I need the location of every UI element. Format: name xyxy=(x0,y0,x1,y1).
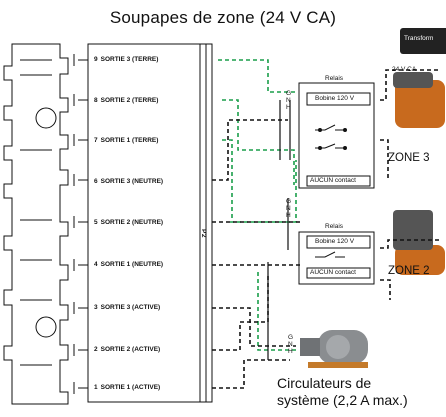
zone3-valve xyxy=(393,72,445,128)
terminal-2-label: SORTIE 2 (ACTIVE) xyxy=(100,346,161,353)
relay-zone2-coil: Bobine 120 V xyxy=(315,238,355,245)
terminal-7-label: SORTIE 1 (TERRE) xyxy=(100,137,159,144)
terminal-5-label: SORTIE 2 (NEUTRE) xyxy=(100,219,164,226)
pump-gnh: G N H xyxy=(288,334,294,355)
relay-zone3-gnh: G N H xyxy=(286,90,292,111)
relay-zone3-title: Relais xyxy=(325,75,344,82)
terminal-8-num: 8 xyxy=(94,97,98,104)
terminal-8-label: SORTIE 2 (TERRE) xyxy=(100,97,159,104)
page-title: Soupapes de zone (24 V CA) xyxy=(109,8,337,27)
terminal-block xyxy=(87,43,213,403)
terminal-7-num: 7 xyxy=(94,137,98,144)
mount-hole-top xyxy=(35,107,57,129)
terminal-1-label: SORTIE 1 (ACTIVE) xyxy=(100,384,161,391)
terminal-block-tag: P2 xyxy=(199,229,207,238)
zone3-label: ZONE 3 xyxy=(388,152,430,164)
terminal-4-label: SORTIE 1 (NEUTRE) xyxy=(100,261,164,268)
terminal-6-label: SORTIE 3 (NEUTRE) xyxy=(100,178,164,185)
terminal-9-label: SORTIE 3 (TERRE) xyxy=(100,56,159,63)
terminal-3-label: SORTIE 3 (ACTIVE) xyxy=(100,304,161,311)
terminal-9-num: 9 xyxy=(94,56,98,63)
voltage-tag: 24 V CA xyxy=(392,66,417,73)
transformer-label: Transform xyxy=(404,35,434,42)
relay-zone3-contact: AUCUN contact xyxy=(310,177,356,184)
relay-zone2-gnh: G N H xyxy=(286,198,292,219)
circulator-pump xyxy=(300,330,368,368)
board-chassis xyxy=(3,43,69,405)
zone2-label: ZONE 2 xyxy=(388,265,430,277)
terminal-2-num: 2 xyxy=(94,346,98,353)
terminal-6-num: 6 xyxy=(94,178,98,185)
circulator-label-line1: Circulateurs de xyxy=(277,375,372,391)
relay-zone2-contact: AUCUN contact xyxy=(310,269,356,276)
terminal-4-num: 4 xyxy=(94,261,98,268)
terminal-3-num: 3 xyxy=(94,304,98,311)
transformer: Transform xyxy=(400,28,446,54)
terminal-1-num: 1 xyxy=(94,384,98,391)
terminal-5-num: 5 xyxy=(94,219,98,226)
mount-hole-bottom xyxy=(35,316,57,338)
circulator-label-line2: système (2,2 A max.) xyxy=(277,392,408,408)
circulator-label: Circulateurs de système (2,2 A max.) xyxy=(277,375,408,409)
relay-zone2-title: Relais xyxy=(325,223,344,230)
relay-zone3-coil: Bobine 120 V xyxy=(315,95,355,102)
